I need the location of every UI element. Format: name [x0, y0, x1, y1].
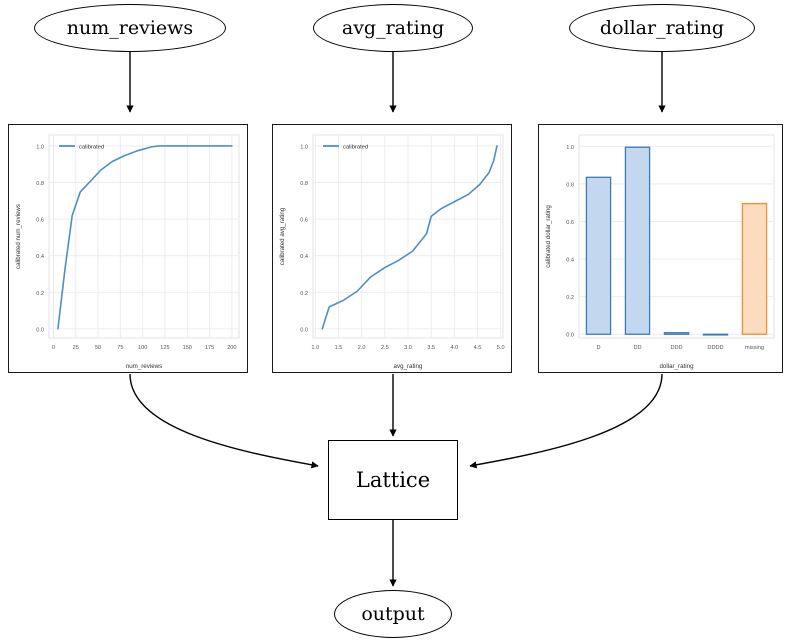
- bar: [741, 202, 768, 335]
- x-tick-label: DDD: [670, 345, 682, 351]
- avg-rating-chart-svg: 0.0 0.2 0.4 0.6 0.8 1.0 1.0 1.5 2.0 2.5 3.0 3.5 4.0 4…: [279, 134, 505, 370]
- x-tick-label: 0: [52, 345, 55, 351]
- output-node[interactable]: output: [334, 590, 452, 638]
- x-tick-label: D: [596, 345, 600, 351]
- y-tick-label: 1.0: [300, 144, 308, 150]
- y-tick-label: 0.0: [566, 333, 574, 339]
- bar: [585, 176, 612, 335]
- num-reviews-chart-svg: 0.0 0.2 0.4 0.6 0.8 1.0 0 25 50 75 100 125 150 175 200…: [15, 134, 240, 370]
- input-node-dollar-rating[interactable]: dollar_rating: [569, 4, 755, 52]
- x-tick-label: 25: [73, 345, 79, 351]
- x-axis-label: avg_rating: [394, 363, 423, 370]
- input-node-label: dollar_rating: [599, 17, 725, 39]
- x-tick-label: 175: [205, 345, 214, 351]
- bar: [663, 332, 690, 335]
- y-tick-label: 0.6: [566, 220, 574, 226]
- x-tick-label: 4.0: [450, 345, 458, 351]
- bar: [624, 146, 651, 335]
- bar: [702, 333, 729, 336]
- y-tick-label: 0.2: [566, 295, 574, 301]
- y-tick-label: 0.8: [300, 181, 308, 187]
- y-tick-label: 0.6: [300, 218, 308, 224]
- input-node-label: avg_rating: [341, 17, 445, 39]
- x-tick-label: DD: [633, 345, 641, 351]
- x-tick-label: 1.5: [335, 345, 343, 351]
- x-tick-label: missing: [745, 345, 764, 351]
- y-tick-label: 1.0: [566, 145, 574, 151]
- x-tick-label: 2.0: [358, 345, 366, 351]
- calibration-line: [57, 145, 233, 330]
- y-tick-label: 0.4: [566, 258, 574, 264]
- plot-area: [48, 134, 240, 339]
- calibration-line: [321, 145, 498, 330]
- y-tick-label: 0.8: [36, 181, 44, 187]
- y-tick-label: 0.4: [300, 254, 308, 260]
- x-tick-label: 50: [95, 345, 101, 351]
- y-tick-label: 0.0: [36, 327, 44, 333]
- y-tick-label: 0.6: [36, 218, 44, 224]
- x-tick-label: 4.5: [474, 345, 482, 351]
- y-tick-label: 0.0: [300, 327, 308, 333]
- y-tick-label: 0.8: [566, 182, 574, 188]
- legend-label: calibrated: [79, 145, 104, 151]
- input-node-avg-rating[interactable]: avg_rating: [313, 4, 473, 52]
- input-node-label: num_reviews: [66, 17, 194, 39]
- x-tick-label: 3.5: [427, 345, 435, 351]
- calibrator-plot-avg-rating: 0.0 0.2 0.4 0.6 0.8 1.0 1.0 1.5 2.0 2.5 3.0 3.5 4.0 4…: [272, 124, 512, 373]
- x-tick-label: 100: [138, 345, 147, 351]
- lattice-node[interactable]: Lattice: [328, 440, 458, 520]
- x-tick-label: 200: [227, 345, 236, 351]
- input-node-num-reviews[interactable]: num_reviews: [34, 4, 226, 52]
- y-tick-label: 0.2: [300, 291, 308, 297]
- x-tick-label: DDDD: [707, 345, 723, 351]
- y-axis-label: calibrated num_reviews: [15, 204, 22, 269]
- x-axis-label: dollar_rating: [659, 363, 694, 370]
- output-node-label: output: [361, 603, 425, 625]
- legend-label: calibrated: [343, 145, 368, 151]
- calibrator-plot-num-reviews: 0.0 0.2 0.4 0.6 0.8 1.0 0 25 50 75 100 125 150 175 200…: [8, 124, 248, 373]
- x-tick-label: 3.0: [404, 345, 412, 351]
- x-tick-label: 75: [117, 345, 123, 351]
- y-tick-label: 0.4: [36, 254, 44, 260]
- lattice-node-label: Lattice: [355, 468, 431, 492]
- y-tick-label: 1.0: [36, 144, 44, 150]
- x-tick-label: 1.0: [311, 345, 319, 351]
- x-tick-label: 125: [160, 345, 169, 351]
- y-axis-label: calibrated dollar_rating: [545, 205, 552, 268]
- plot-area: [578, 134, 775, 339]
- x-axis-label: num_reviews: [126, 363, 162, 370]
- x-tick-label: 5.0: [497, 345, 505, 351]
- x-tick-label: 2.5: [381, 345, 389, 351]
- y-tick-label: 0.2: [36, 291, 44, 297]
- x-tick-label: 150: [183, 345, 192, 351]
- y-axis-label: calibrated avg_rating: [279, 207, 286, 265]
